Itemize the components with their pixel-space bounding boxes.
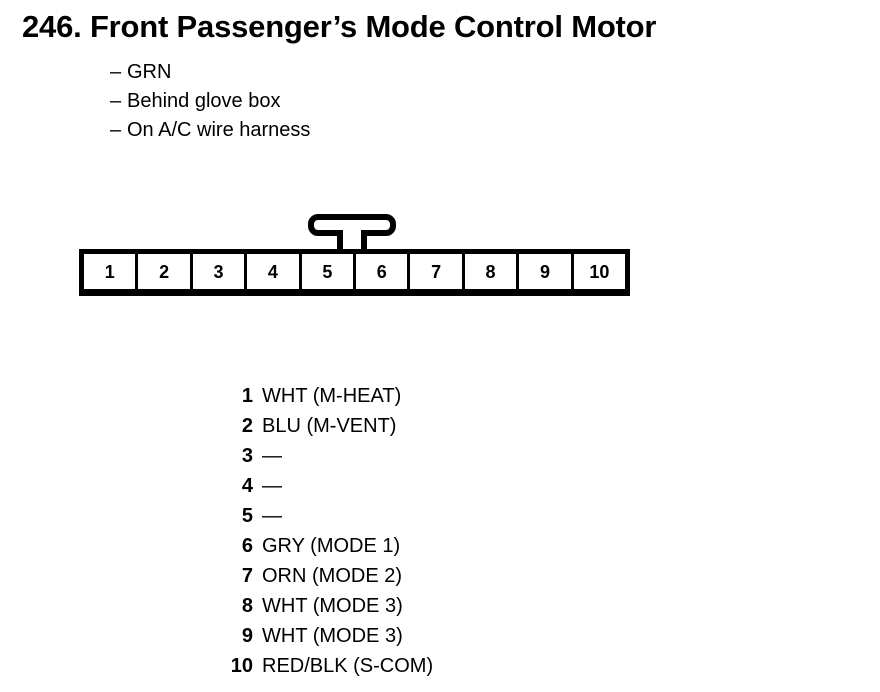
legend-pin-description: WHT (MODE 3): [262, 595, 403, 617]
legend-pin-number: 5: [241, 505, 253, 527]
legend-pin-number: 8: [241, 595, 253, 617]
pin-cell: 8: [464, 254, 517, 289]
pin-legend: 1 WHT (M-HEAT) 2 BLU (M-VENT) 3 — 4 — 5 …: [215, 381, 433, 681]
legend-row: 9 WHT (MODE 3): [215, 621, 433, 651]
legend-pin-number: 6: [241, 535, 253, 557]
legend-pin-description: WHT (MODE 3): [262, 625, 403, 647]
pin-cell: 7: [410, 254, 462, 289]
pin-cell: 1: [84, 254, 136, 289]
legend-pin-number: 7: [241, 565, 253, 587]
legend-pin-description: —: [262, 505, 282, 527]
legend-row: 10 RED/BLK (S-COM): [215, 651, 433, 681]
legend-pin-number: 10: [230, 655, 253, 677]
note-item: – On A/C wire harness: [110, 116, 310, 145]
note-item: – GRN: [110, 58, 310, 87]
connector-diagram: 1 2 3 4 5 6 7 8 9 10: [79, 214, 639, 296]
en-dash-bullet-icon: –: [110, 119, 122, 141]
legend-pin-description: —: [262, 475, 282, 497]
en-dash-bullet-icon: –: [110, 90, 122, 112]
notes-list: – GRN – Behind glove box – On A/C wire h…: [110, 58, 310, 145]
legend-pin-number: 4: [241, 475, 253, 497]
legend-pin-description: RED/BLK (S-COM): [262, 655, 434, 677]
legend-pin-description: WHT (M-HEAT): [262, 385, 402, 407]
en-dash-bullet-icon: –: [110, 61, 122, 83]
legend-row: 5 —: [215, 501, 433, 531]
legend-pin-description: GRY (MODE 1): [262, 535, 401, 557]
legend-row: 8 WHT (MODE 3): [215, 591, 433, 621]
pin-cell: 6: [356, 254, 408, 289]
note-item: – Behind glove box: [110, 87, 310, 116]
pin-cell: 3: [192, 254, 245, 289]
legend-row: 6 GRY (MODE 1): [215, 531, 433, 561]
legend-row: 7 ORN (MODE 2): [215, 561, 433, 591]
page-title: 246. Front Passenger’s Mode Control Moto…: [22, 9, 657, 44]
legend-row: 4 —: [215, 471, 433, 501]
pin-cell: 2: [138, 254, 190, 289]
legend-pin-description: —: [262, 445, 282, 467]
pin-cell: 9: [519, 254, 571, 289]
latch-tab-icon: [308, 214, 396, 251]
note-text: Behind glove box: [127, 90, 281, 112]
legend-row: 3 —: [215, 441, 433, 471]
legend-pin-description: ORN (MODE 2): [262, 565, 402, 587]
legend-pin-number: 1: [241, 385, 253, 407]
note-text: GRN: [127, 61, 172, 83]
legend-pin-number: 9: [241, 625, 253, 647]
legend-row: 2 BLU (M-VENT): [215, 411, 433, 441]
legend-pin-number: 2: [241, 415, 253, 437]
latch-stem: [337, 230, 367, 251]
legend-pin-number: 3: [241, 445, 253, 467]
connector-pin-row: 1 2 3 4 5 6 7 8 9 10: [79, 249, 630, 296]
legend-row: 1 WHT (M-HEAT): [215, 381, 433, 411]
pin-cell: 4: [247, 254, 299, 289]
legend-pin-description: BLU (M-VENT): [262, 415, 397, 437]
pin-cell: 5: [301, 254, 354, 289]
pin-cell: 10: [573, 254, 626, 289]
note-text: On A/C wire harness: [127, 119, 311, 141]
